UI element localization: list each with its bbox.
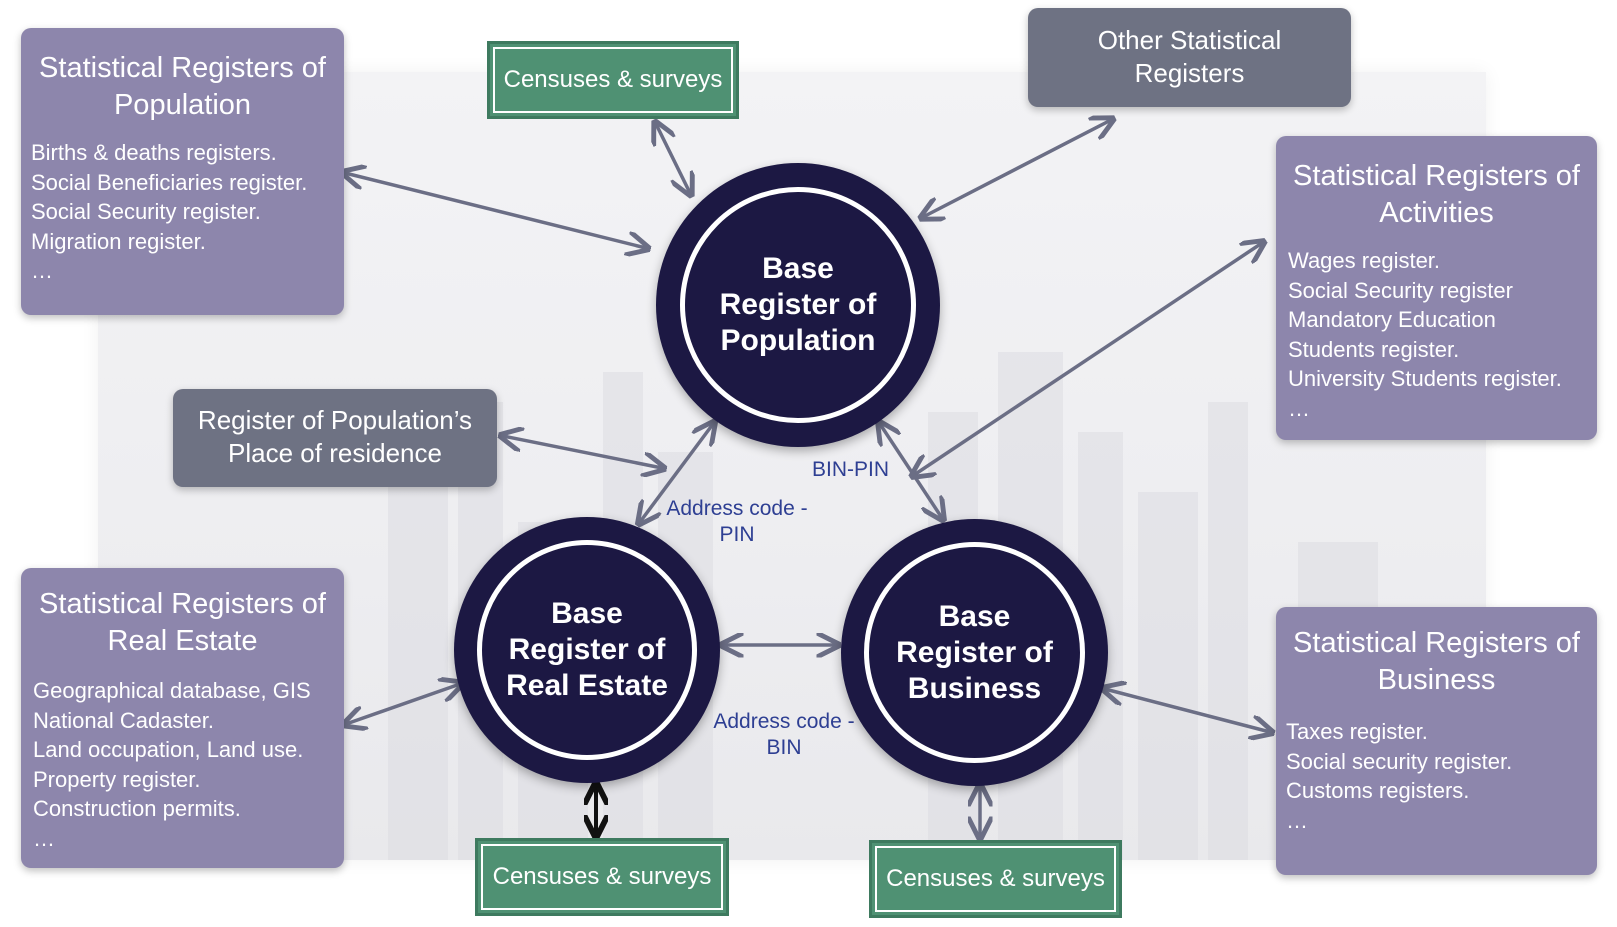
list-item: Property register.: [33, 766, 201, 792]
residence-register-line1: Register of Population’s: [197, 405, 473, 435]
title-line: Real Estate: [107, 625, 258, 657]
stat-registers-real-estate: Statistical Registers of Real Estate Geo…: [21, 568, 344, 868]
stat-real-estate-title: Statistical Registers of Real Estate: [33, 586, 332, 660]
list-item: Customs registers.: [1286, 778, 1470, 803]
title-line: Business: [1377, 664, 1496, 696]
censuses-surveys-top: Censuses & surveys: [487, 41, 739, 119]
circle-line: Register of: [896, 635, 1053, 669]
censuses-label: Censuses & surveys: [493, 47, 733, 113]
base-register-business-ring: Base Register of Business: [864, 542, 1085, 763]
list-item: Taxes register.: [1286, 719, 1428, 744]
residence-register-line2: Place of residence: [228, 438, 442, 468]
label-address-bin-line2: BIN: [766, 736, 802, 759]
list-item: Students register.: [1288, 336, 1460, 362]
list-item: Mandatory Education: [1288, 307, 1496, 332]
circle-line: Real Estate: [506, 669, 668, 702]
circle-line: Register of: [719, 288, 877, 321]
censuses-label: Censuses & surveys: [875, 846, 1116, 912]
title-line: Statistical Registers of: [1293, 160, 1580, 192]
stat-activities-items: Wages register. Social Security register…: [1288, 246, 1585, 423]
base-register-business: Base Register of Business: [841, 519, 1108, 786]
arrow-stat-activities: [914, 243, 1262, 475]
title-line: Activities: [1379, 197, 1494, 229]
label-bin-pin: BIN-PIN: [812, 458, 890, 481]
list-item: University Students register.: [1288, 366, 1562, 391]
list-item: Social Security register: [1288, 277, 1513, 303]
label-address-pin: Address code - PIN: [657, 496, 817, 548]
censuses-label: Censuses & surveys: [481, 844, 723, 910]
other-registers-line1: Other Statistical: [1097, 25, 1282, 55]
stat-registers-population: Statistical Registers of Population Birt…: [21, 28, 344, 315]
arrow-stat-realestate: [346, 684, 460, 724]
list-item: …: [1288, 395, 1310, 421]
residence-register: Register of Population’s Place of reside…: [173, 389, 497, 487]
base-register-population-ring: Base Register of Population: [680, 187, 916, 423]
stat-registers-activities: Statistical Registers of Activities Wage…: [1276, 136, 1597, 440]
arrow-other-registers: [923, 120, 1111, 217]
base-register-population: Base Register of Population: [656, 163, 940, 447]
censuses-surveys-bottom-left: Censuses & surveys: [475, 838, 729, 916]
list-item: …: [33, 825, 55, 851]
arrow-census-top: [656, 124, 690, 193]
list-item: Social Security register.: [31, 199, 261, 224]
stat-population-items: Births & deaths registers. Social Benefi…: [31, 138, 334, 286]
arrow-stat-population: [345, 173, 646, 248]
arrow-population-business: [880, 424, 942, 518]
circle-line: Base: [551, 597, 623, 630]
list-item: …: [31, 258, 53, 283]
arrow-residence: [503, 436, 662, 468]
title-line: Statistical Registers of: [1293, 627, 1580, 659]
list-item: Geographical database, GIS: [33, 678, 311, 703]
base-register-real-estate: Base Register of Real Estate: [454, 517, 720, 783]
list-item: Land occupation, Land use.: [33, 737, 304, 762]
label-address-bin-line1: Address code -: [713, 710, 855, 733]
circle-line: Population: [720, 324, 876, 357]
base-register-real-estate-ring: Base Register of Real Estate: [477, 540, 697, 760]
other-registers-line2: Registers: [1134, 58, 1245, 88]
stat-business-items: Taxes register. Social security register…: [1286, 717, 1587, 835]
title-line: Population: [113, 89, 252, 121]
label-address-pin-line2: PIN: [719, 523, 755, 546]
title-line: Statistical Registers of: [39, 52, 326, 84]
list-item: Social Beneficiaries register.: [31, 169, 308, 195]
other-statistical-registers: Other Statistical Registers: [1028, 8, 1351, 107]
list-item: Social security register.: [1286, 748, 1513, 774]
circle-line: Register of: [508, 633, 666, 666]
list-item: Construction permits.: [33, 796, 241, 821]
title-line: Statistical Registers of: [39, 588, 326, 620]
label-address-bin: Address code - BIN: [704, 709, 864, 761]
list-item: Migration register.: [31, 228, 206, 254]
stat-real-estate-items: Geographical database, GIS National Cada…: [33, 676, 332, 853]
stat-business-title: Statistical Registers of Business: [1286, 625, 1587, 699]
circle-line: Base: [762, 252, 834, 285]
list-item: Wages register.: [1288, 248, 1441, 273]
arrow-stat-business: [1105, 689, 1270, 732]
arrow-population-realestate: [640, 424, 713, 522]
censuses-surveys-bottom-right: Censuses & surveys: [869, 840, 1122, 918]
circle-line: Base: [938, 599, 1011, 633]
circle-line: Business: [907, 671, 1042, 705]
stat-activities-title: Statistical Registers of Activities: [1288, 158, 1585, 232]
list-item: …: [1286, 807, 1308, 833]
list-item: Births & deaths registers.: [31, 140, 277, 165]
stat-registers-business: Statistical Registers of Business Taxes …: [1276, 607, 1597, 875]
stat-population-title: Statistical Registers of Population: [31, 50, 334, 124]
label-address-pin-line1: Address code -: [666, 497, 808, 520]
list-item: National Cadaster.: [33, 707, 214, 733]
